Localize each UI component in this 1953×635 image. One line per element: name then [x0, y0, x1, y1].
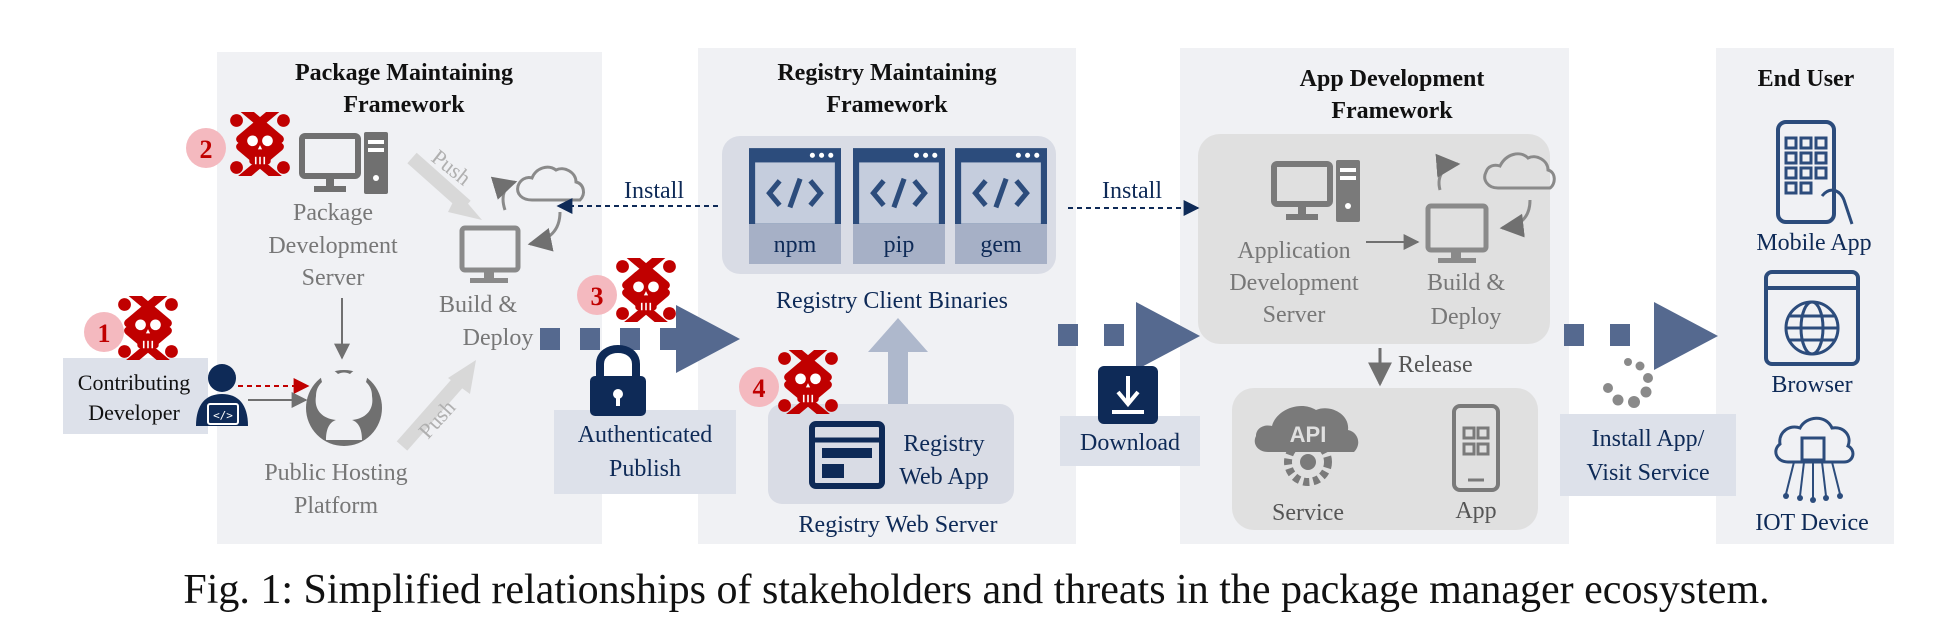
registry-framework-title-line2: Framework — [826, 92, 948, 118]
webapp-label-2: Web App — [899, 464, 988, 490]
threat-1: 1 — [84, 296, 179, 360]
threat-4: 4 — [739, 350, 839, 414]
download-box — [1060, 416, 1200, 466]
app-server-label-2: Development — [1229, 270, 1359, 296]
package-framework-title: Package Maintaining — [295, 60, 513, 86]
svg-text:3: 3 — [591, 282, 604, 311]
package-server-label-2: Development — [268, 233, 398, 259]
developer-label-2: Developer — [88, 400, 180, 425]
package-build-label-1: Build & — [439, 292, 517, 318]
service-label: Service — [1272, 500, 1344, 526]
browser-label: Browser — [1771, 372, 1852, 398]
app-build-deploy-icon — [1425, 152, 1556, 263]
webapp-icon — [809, 421, 885, 489]
download-flow-arrow — [1058, 302, 1200, 370]
iot-device-icon — [1774, 416, 1855, 503]
skull-icon — [117, 296, 179, 360]
package-framework-panel — [217, 52, 602, 544]
svg-text:2: 2 — [200, 135, 213, 164]
app-phone-icon — [1452, 404, 1500, 492]
auth-label-2: Publish — [609, 456, 681, 482]
visit-box — [1560, 414, 1736, 496]
threat-2: 2 — [186, 112, 291, 176]
visit-flow-arrow — [1564, 302, 1718, 370]
mobile-label: Mobile App — [1756, 230, 1871, 256]
registry-framework-title: Registry Maintaining — [777, 60, 996, 86]
visit-label-1: Install App/ — [1592, 426, 1705, 452]
svg-text:4: 4 — [753, 374, 766, 403]
enduser-title: End User — [1758, 66, 1855, 92]
ecosystem-diagram: Package Maintaining Framework Registry M… — [63, 48, 1894, 544]
install-label-right: Install — [1102, 178, 1162, 204]
mobile-app-icon — [1776, 120, 1854, 225]
app-dev-box — [1198, 134, 1550, 344]
web-app-box — [768, 404, 1014, 504]
publish-flow-arrow — [540, 305, 740, 373]
download-icon — [1098, 366, 1158, 424]
app-build-label-2: Deploy — [1431, 304, 1502, 330]
app-build-label-1: Build & — [1427, 270, 1505, 296]
svg-text:gem: gem — [980, 232, 1022, 258]
svg-text:pip: pip — [884, 232, 915, 258]
developer-icon: </> — [196, 364, 248, 426]
install-label-left: Install — [624, 178, 684, 204]
hosting-label-1: Public Hosting — [264, 460, 407, 486]
client-binaries-label: Registry Client Binaries — [776, 288, 1008, 314]
lock-icon — [590, 345, 646, 416]
developer-box — [63, 358, 208, 434]
package-server-label-3: Server — [302, 265, 365, 291]
webserver-label: Registry Web Server — [799, 512, 998, 538]
npm-binary: npm — [749, 148, 841, 264]
package-build-deploy-icon — [459, 165, 585, 283]
figure-caption: Fig. 1: Simplified relationships of stak… — [183, 567, 1770, 613]
github-icon — [306, 366, 382, 446]
auth-publish-box — [554, 410, 736, 494]
api-service-icon: API — [1254, 405, 1359, 486]
svg-text:npm: npm — [774, 232, 817, 258]
gem-binary: gem — [955, 148, 1047, 264]
release-label: Release — [1398, 352, 1473, 378]
svg-text:1: 1 — [98, 319, 111, 348]
app-framework-title: App Development — [1300, 66, 1485, 92]
skull-icon — [615, 258, 677, 322]
svg-text:</>: </> — [213, 409, 233, 422]
webapp-to-binaries-arrow — [888, 352, 908, 404]
push-arrow-bottom — [396, 373, 468, 451]
download-label: Download — [1080, 430, 1180, 456]
developer-label-1: Contributing — [78, 370, 190, 395]
app-label: App — [1455, 498, 1496, 524]
package-framework-title-line2: Framework — [343, 92, 465, 118]
browser-icon — [1764, 270, 1860, 366]
hosting-label-2: Platform — [294, 493, 378, 519]
threat-3: 3 — [577, 258, 677, 322]
package-build-label-2: Deploy — [463, 325, 534, 351]
package-server-label-1: Package — [293, 200, 373, 226]
api-badge: API — [1290, 422, 1327, 447]
visit-label-2: Visit Service — [1586, 460, 1709, 486]
pip-binary: pip — [853, 148, 945, 264]
app-server-label-3: Server — [1263, 302, 1326, 328]
loading-spinner-icon — [1603, 358, 1653, 408]
auth-label-1: Authenticated — [578, 422, 713, 448]
app-framework-title-line2: Framework — [1331, 98, 1453, 124]
webapp-label-1: Registry — [903, 431, 984, 457]
app-server-label-1: Application — [1237, 238, 1350, 264]
iot-label: IOT Device — [1755, 510, 1869, 536]
